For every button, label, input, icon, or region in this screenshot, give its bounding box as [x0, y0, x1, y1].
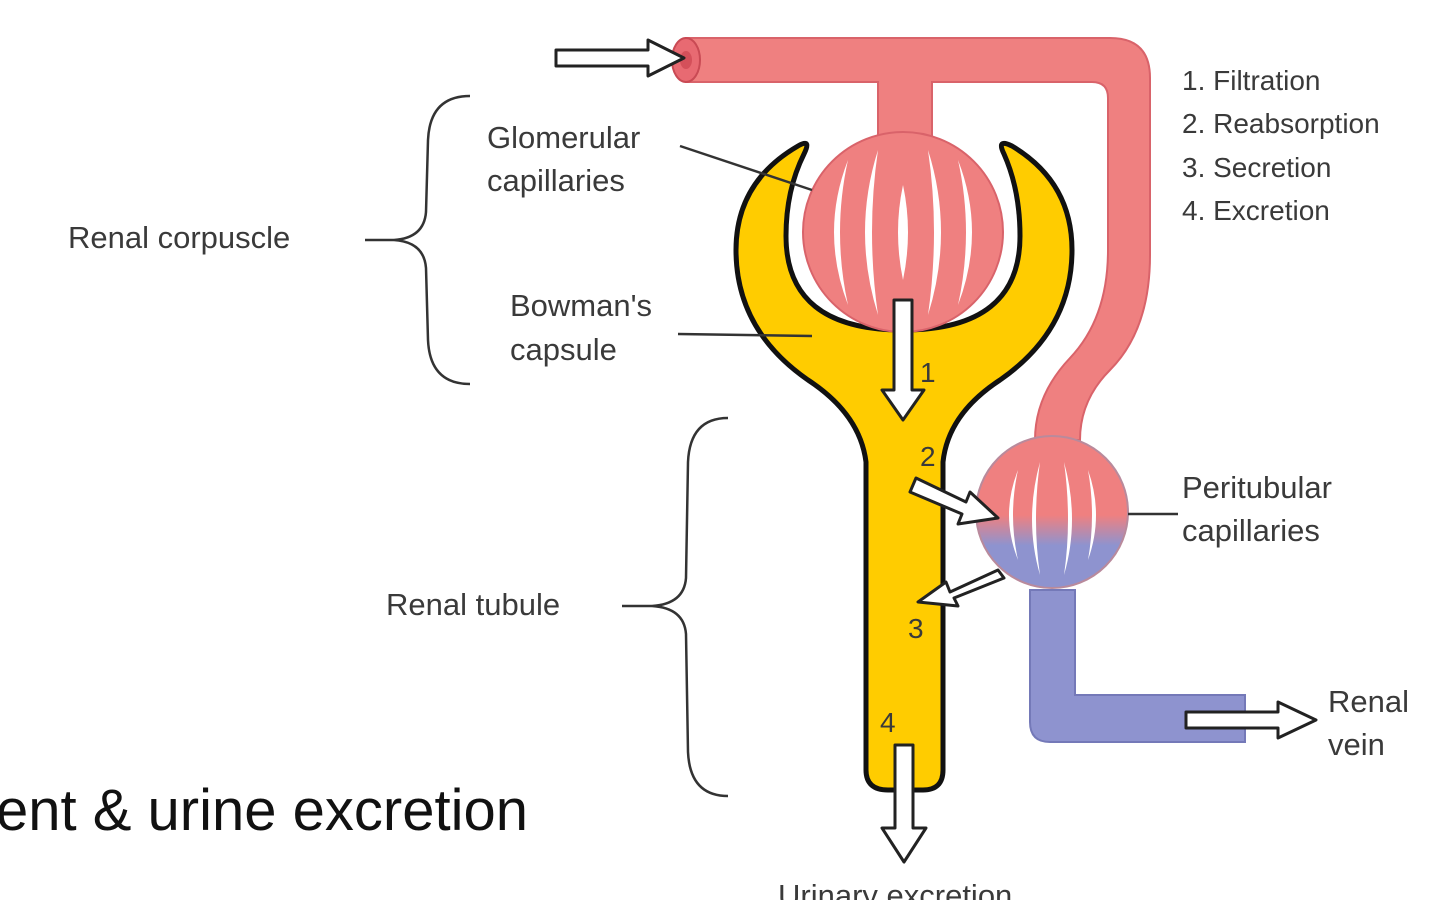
- peritubular-capillaries-shape: [975, 435, 1129, 589]
- step-number: 4: [880, 707, 896, 738]
- process-item: 4. Excretion: [1182, 195, 1330, 226]
- step-number: 3: [908, 613, 924, 644]
- step-number: 2: [920, 441, 936, 472]
- renal-vein-label-line1: Renal: [1328, 684, 1409, 719]
- blood-vessels: [671, 37, 1246, 743]
- excretion-arrow: [880, 743, 928, 864]
- slide-title: ent & urine excretion: [0, 778, 528, 843]
- blood-inflow-arrow: [554, 38, 686, 78]
- bowman-leader: [677, 332, 813, 338]
- process-item: 1. Filtration: [1182, 65, 1321, 96]
- flow-arrows: [554, 38, 1318, 864]
- renal-vein-label-line2: vein: [1328, 727, 1385, 762]
- bowman-label-line1: Bowman's: [510, 288, 652, 323]
- reabsorption-arrow: [908, 476, 1000, 526]
- renal-tubule-label: Renal tubule: [386, 587, 560, 622]
- renal-tubule-brace: [651, 416, 729, 798]
- leader-lines: [365, 94, 1178, 798]
- vein-outflow-arrow: [1184, 700, 1318, 740]
- renal-corpuscle-brace: [393, 94, 471, 386]
- renal-vein-vessel: [1029, 589, 1246, 743]
- renal-tubule-shape: [733, 140, 1075, 793]
- bowman-label-line2: capsule: [510, 332, 617, 367]
- peritubular-label-line2: capillaries: [1182, 513, 1320, 548]
- glomerular-leader: [679, 144, 813, 192]
- process-item: 3. Secretion: [1182, 152, 1331, 183]
- secretion-arrow: [916, 568, 1006, 608]
- renal-corpuscle-label: Renal corpuscle: [68, 220, 290, 255]
- glomerular-label-line1: Glomerular: [487, 120, 640, 155]
- urinary-excretion-label: Urinary excretion: [778, 878, 1012, 900]
- filtration-arrow: [880, 298, 926, 422]
- peritubular-label-line1: Peritubular: [1182, 470, 1332, 505]
- labels: Renal corpuscle Glomerular capillaries B…: [0, 65, 1409, 905]
- process-item: 2. Reabsorption: [1182, 108, 1380, 139]
- step-number: 1: [920, 357, 936, 388]
- afferent-arteriole: [685, 37, 1151, 441]
- glomerular-label-line2: capillaries: [487, 163, 625, 198]
